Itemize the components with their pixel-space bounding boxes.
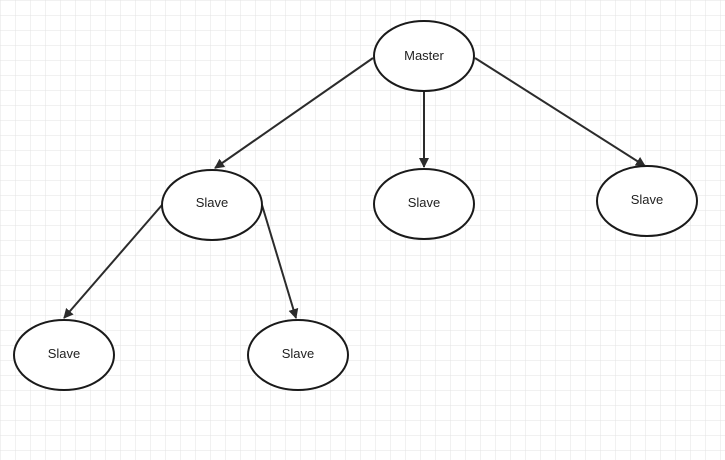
edge-slave-1-to-slave-5: [261, 204, 299, 319]
node-slave-1-shape: [161, 169, 263, 241]
node-slave-3-label: Slave: [631, 192, 664, 207]
node-slave-2-label: Slave: [408, 195, 441, 210]
nodes-layer: Master Slave Slave Slave Slave Slave: [13, 20, 698, 391]
node-slave-1-label: Slave: [196, 195, 229, 210]
node-master-shape: [373, 20, 475, 92]
node-slave-5[interactable]: Slave: [247, 319, 349, 391]
edge-master-to-slave-3: [474, 57, 646, 167]
node-slave-3[interactable]: Slave: [596, 165, 698, 237]
node-slave-4-shape: [13, 319, 115, 391]
node-slave-2[interactable]: Slave: [373, 168, 475, 240]
node-slave-1[interactable]: Slave: [161, 169, 263, 241]
node-slave-2-shape: [373, 168, 475, 240]
node-slave-5-label: Slave: [282, 346, 315, 361]
node-master-label: Master: [404, 48, 444, 63]
edge-slave-1-to-slave-4: [63, 204, 163, 319]
edges-layer: [63, 57, 646, 319]
node-master[interactable]: Master: [373, 20, 475, 92]
node-slave-5-shape: [247, 319, 349, 391]
edge-master-to-slave-1: [214, 57, 374, 169]
node-slave-4-label: Slave: [48, 346, 81, 361]
node-slave-3-shape: [596, 165, 698, 237]
node-slave-4[interactable]: Slave: [13, 319, 115, 391]
